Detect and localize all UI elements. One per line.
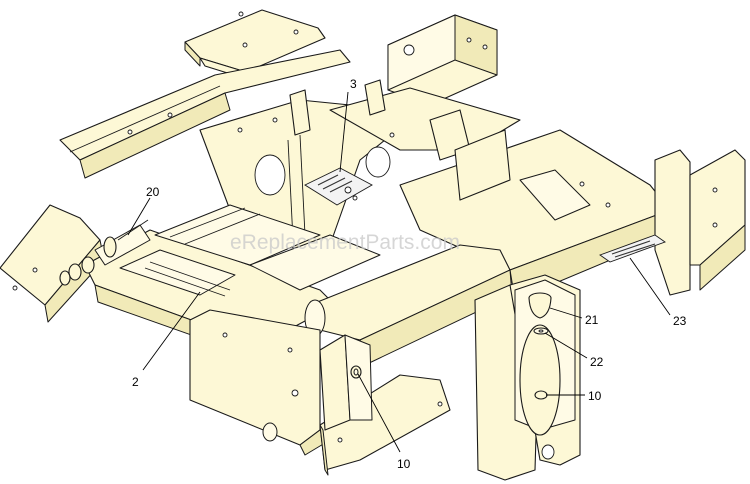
callout-3: 3 — [350, 77, 357, 91]
leader-22 — [544, 332, 588, 359]
rear-frame-details — [287, 79, 511, 241]
leader-23 — [629, 257, 671, 316]
bolt-part-10-front — [350, 365, 362, 379]
front-lower-plate — [189, 309, 331, 456]
watermark-text: eReplacementParts.com — [230, 231, 460, 254]
leader-20 — [127, 197, 151, 236]
right-end-bracket — [654, 149, 746, 296]
bumper-part-21 — [528, 292, 552, 319]
bolt-part-10-right — [534, 390, 548, 400]
washer-part-22 — [533, 327, 549, 335]
callout-21: 21 — [585, 313, 599, 327]
rear-top-platform — [184, 9, 326, 81]
leader-lines — [127, 91, 671, 453]
decal-part-3 — [304, 167, 373, 206]
rear-right-tower — [387, 14, 498, 106]
callout-2: 2 — [132, 375, 139, 389]
inner-rails — [154, 204, 381, 291]
leader-21 — [549, 307, 583, 319]
left-rear-rail — [59, 49, 351, 179]
callout-22: 22 — [590, 355, 604, 369]
right-lower-leg — [474, 274, 581, 481]
callout-20: 20 — [146, 185, 160, 199]
decal-part-23 — [599, 234, 666, 263]
leader-10-front — [357, 373, 401, 453]
leader-2 — [142, 291, 201, 371]
callout-10-right: 10 — [588, 389, 602, 403]
front-right-lower-plate — [319, 374, 451, 476]
front-cross-tube — [304, 244, 513, 366]
cylinder-part-20 — [59, 219, 151, 286]
left-tube-mount — [319, 334, 373, 431]
callout-10-front: 10 — [397, 457, 411, 471]
leader-3 — [339, 91, 349, 173]
callout-23: 23 — [673, 314, 687, 328]
callout-labels: 2 3 10 10 20 21 22 23 — [132, 77, 687, 471]
